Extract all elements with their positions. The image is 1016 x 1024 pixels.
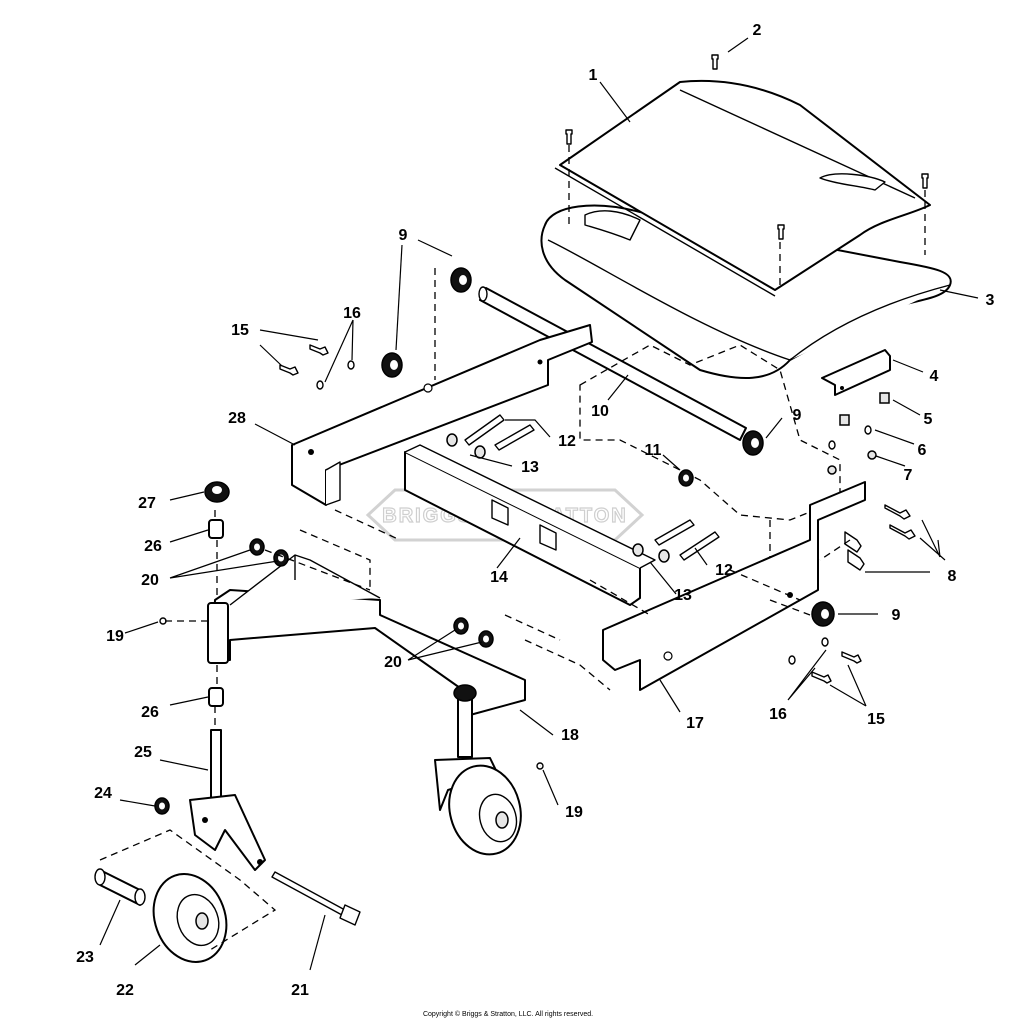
right-caster-assembly [434,684,522,856]
part-25-caster-fork [189,729,266,871]
callout-6: 6 [918,442,927,459]
part-4-bracket [821,349,891,396]
callout-14: 14 [490,569,508,586]
callout-20a: 20 [141,572,159,589]
part-11-nut [678,469,694,487]
part-7-screw [827,450,877,475]
part-24-nut [154,797,170,815]
copyright-notice: Copyright © Briggs & Stratton, LLC. All … [422,1011,594,1018]
callout-7: 7 [904,467,913,484]
callout-26a: 26 [144,538,162,555]
callout-13b: 13 [674,587,692,604]
callout-10: 10 [591,403,609,420]
callout-25: 25 [134,744,152,761]
part-8-bolts [844,504,916,571]
part-5-nut [839,392,890,426]
callout-8a: 8 [948,568,957,585]
callout-12b: 12 [715,562,733,579]
callout-9b: 9 [793,407,802,424]
part-26-bushings [208,519,224,707]
callouts: 1 2 3 4 5 6 7 8 8 9 9 9 10 11 12 12 13 1… [76,22,994,999]
callout-22: 22 [116,982,134,999]
leader-lines [99,37,979,971]
part-27-cap [204,481,230,503]
callout-11: 11 [645,442,662,459]
callout-16b: 16 [769,706,787,723]
part-19-grease-fittings [159,617,544,770]
callout-1: 1 [589,67,598,84]
part-28-left-frame [291,324,593,506]
part-13-washers [446,433,670,563]
callout-3: 3 [986,292,995,309]
callout-13a: 13 [521,459,539,476]
part-18-caster-frame [207,554,526,716]
part-12-bolts [464,414,720,561]
part-2-screws [565,54,929,240]
part-10-rod [478,286,747,441]
callout-20b: 20 [384,654,402,671]
part-6-washer [828,425,872,450]
callout-9a: 9 [399,227,408,244]
callout-15b: 15 [867,711,885,728]
callout-12a: 12 [558,433,576,450]
callout-5: 5 [924,411,933,428]
callout-16a: 16 [343,305,361,322]
part-3-discharge-housing [540,204,952,379]
callout-21: 21 [291,982,309,999]
callout-26b: 26 [141,704,159,721]
callout-23: 23 [76,949,94,966]
cover-dashed-lines [568,145,926,290]
callout-27: 27 [138,495,156,512]
callout-9c: 9 [892,607,901,624]
part-23-spacer [94,868,146,906]
callout-2: 2 [753,22,762,39]
part-16-washers [316,360,829,665]
part-9-bushings [381,267,835,627]
part-22-wheel [152,873,228,963]
callout-17: 17 [686,715,704,732]
part-17-right-frame [602,481,866,691]
callout-24: 24 [94,785,112,802]
part-1-cover [554,79,931,297]
part-15-bolts [279,344,862,684]
callout-18: 18 [561,727,579,744]
part-14-axle [404,444,656,606]
part-21-axle-bolt [271,871,361,926]
callout-15a: 15 [231,322,249,339]
callout-19a: 19 [106,628,124,645]
callout-28: 28 [228,410,246,427]
callout-19b: 19 [565,804,583,821]
callout-4: 4 [930,368,939,385]
